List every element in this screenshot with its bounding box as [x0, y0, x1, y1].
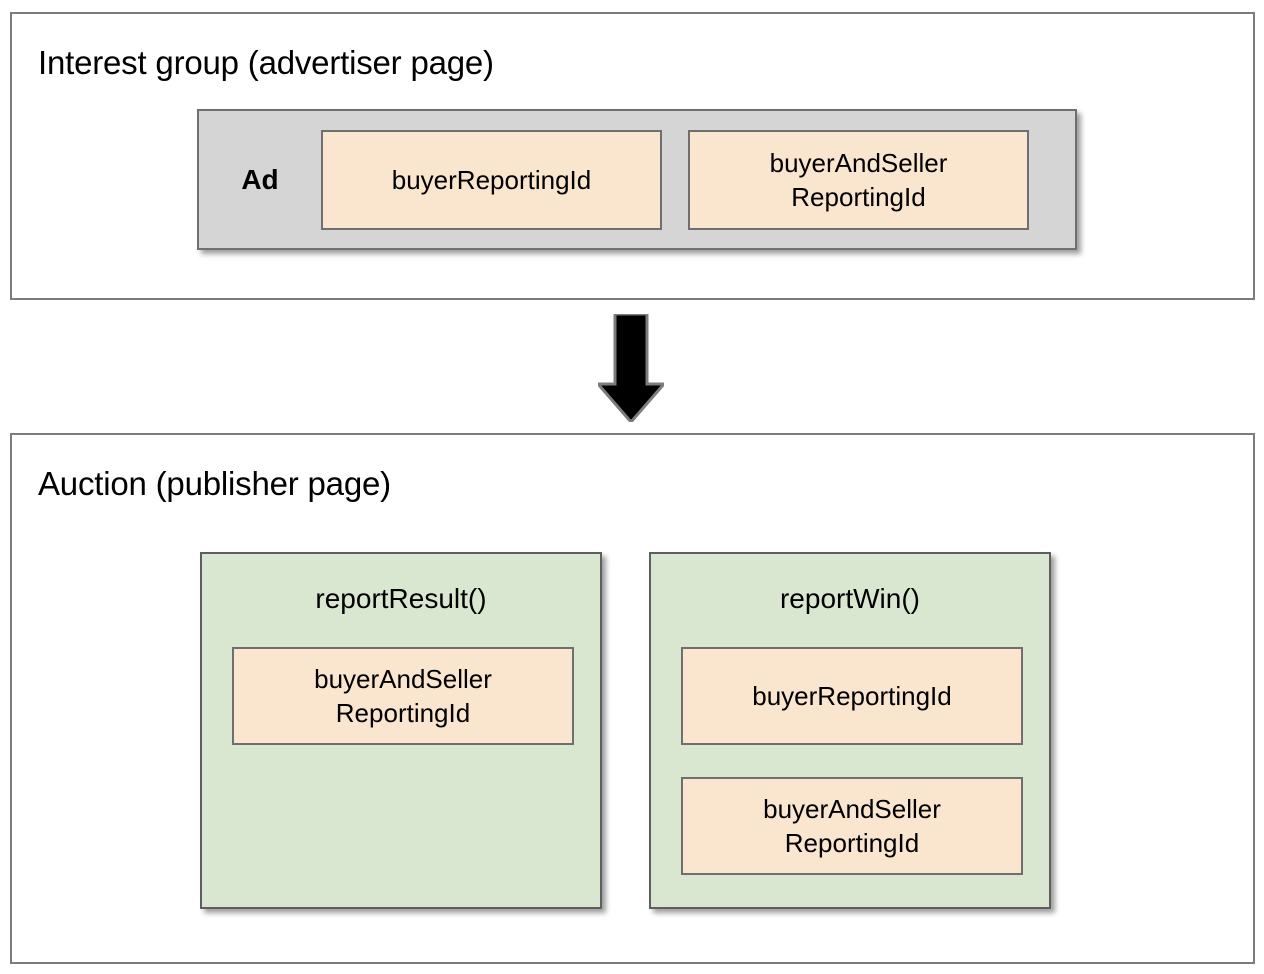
- report-win-field-buyer-and-seller-reporting-id: buyerAndSeller ReportingId: [681, 777, 1023, 875]
- auction-section: Auction (publisher page): [10, 433, 1255, 964]
- text-line-1: buyerAndSeller: [314, 664, 492, 694]
- interest-group-title: Interest group (advertiser page): [38, 44, 494, 81]
- text-line-2: ReportingId: [335, 698, 471, 728]
- auction-title: Auction (publisher page): [38, 465, 391, 502]
- report-win-field-buyer-and-seller-reporting-id-label: buyerAndSeller ReportingId: [763, 792, 941, 860]
- ad-field-buyer-reporting-id: buyerReportingId: [321, 129, 662, 230]
- function-box-report-result: reportResult() buyerAndSeller ReportingI…: [200, 552, 602, 909]
- report-result-field-label: buyerAndSeller ReportingId: [314, 662, 492, 730]
- report-win-field-buyer-reporting-id-label: buyerReportingId: [752, 681, 952, 711]
- ad-label: Ad: [241, 163, 279, 195]
- ad-container: Ad buyerReportingId buyerAndSeller Repor…: [197, 109, 1077, 250]
- report-result-field-buyer-and-seller-reporting-id: buyerAndSeller ReportingId: [232, 647, 574, 745]
- text-line-1: buyerAndSeller: [769, 147, 948, 178]
- function-box-report-win: reportWin() buyerReportingId buyerAndSel…: [649, 552, 1051, 909]
- down-arrow-icon: [598, 314, 664, 422]
- interest-group-section: Interest group (advertiser page) Ad buye…: [10, 12, 1255, 300]
- down-arrow-shape: [598, 314, 664, 422]
- ad-field-buyer-reporting-id-label: buyerReportingId: [391, 164, 592, 195]
- report-result-label: reportResult(): [315, 583, 487, 614]
- report-win-field-buyer-reporting-id: buyerReportingId: [681, 647, 1023, 745]
- text-line-1: buyerAndSeller: [763, 794, 941, 824]
- text-line-2: ReportingId: [791, 181, 926, 212]
- ad-field-buyer-and-seller-reporting-id-label: buyerAndSeller ReportingId: [770, 146, 948, 214]
- ad-field-buyer-and-seller-reporting-id: buyerAndSeller ReportingId: [688, 129, 1029, 230]
- report-win-label: reportWin(): [779, 583, 920, 614]
- text-line-2: ReportingId: [784, 828, 920, 858]
